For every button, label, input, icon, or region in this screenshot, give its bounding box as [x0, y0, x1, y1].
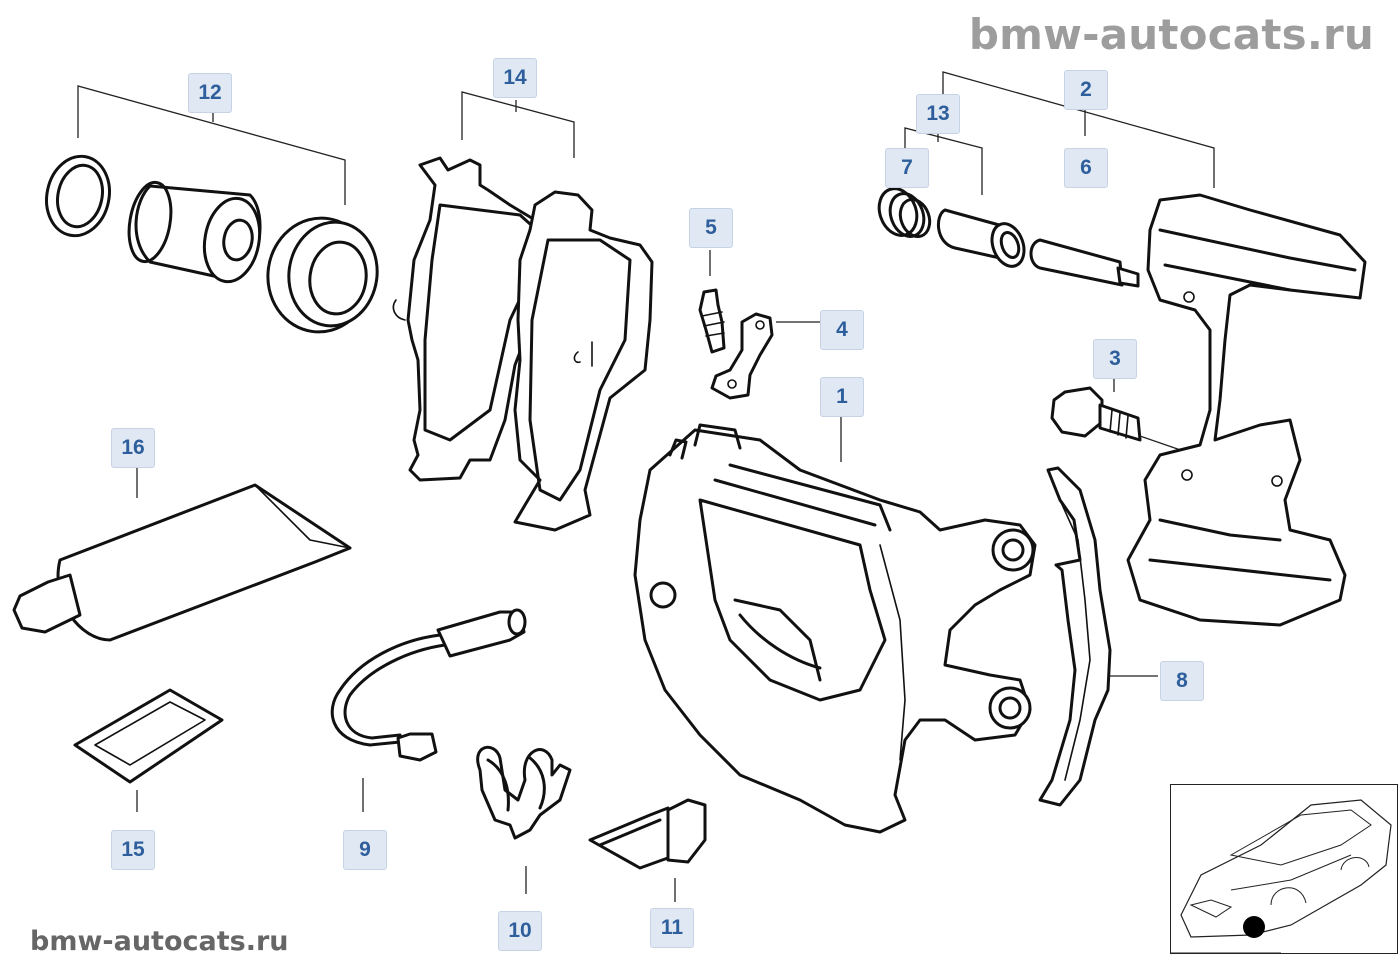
car-location-icon	[1171, 799, 1392, 954]
piston	[127, 180, 262, 284]
bleeder-screw	[698, 288, 726, 354]
callout-11[interactable]: 11	[650, 908, 694, 948]
guide-sleeve	[936, 208, 1026, 268]
callout-7[interactable]: 7	[885, 148, 929, 188]
seal-ring	[45, 154, 111, 238]
watermark-bottom: bmw-autocats.ru	[30, 926, 289, 957]
callout-6[interactable]: 6	[1064, 148, 1108, 188]
bracket-2	[942, 71, 1215, 188]
callout-3[interactable]: 3	[1093, 339, 1137, 379]
callout-16[interactable]: 16	[111, 428, 155, 468]
callout-12[interactable]: 12	[188, 73, 232, 113]
wear-sensor	[330, 608, 527, 762]
cable-holder	[588, 798, 707, 870]
watermark-top: bmw-autocats.ru	[968, 10, 1374, 59]
callout-15[interactable]: 15	[111, 830, 155, 870]
brake-pad-outer	[513, 190, 654, 532]
callout-9[interactable]: 9	[343, 830, 387, 870]
hose-bracket	[710, 312, 774, 400]
grease-sachet	[73, 688, 224, 784]
callout-2[interactable]: 2	[1064, 70, 1108, 110]
carrier-bolt	[1050, 386, 1142, 442]
anti-rattle-spring	[1038, 466, 1112, 807]
callout-1[interactable]: 1	[820, 377, 864, 417]
caliper-housing	[633, 423, 1037, 834]
dust-boot	[266, 216, 379, 334]
callout-5[interactable]: 5	[689, 208, 733, 248]
sensor-clip	[476, 745, 572, 840]
car-locator-inset	[1170, 784, 1398, 954]
callout-8[interactable]: 8	[1160, 661, 1204, 701]
callout-4[interactable]: 4	[820, 310, 864, 350]
bracket-14	[461, 91, 575, 158]
callout-10[interactable]: 10	[498, 911, 542, 951]
guide-pin	[1029, 238, 1140, 288]
callout-13[interactable]: 13	[916, 94, 960, 134]
bellows-seal	[877, 187, 932, 238]
callout-14[interactable]: 14	[493, 58, 537, 98]
caliper-carrier	[1126, 193, 1367, 627]
grease-tube	[12, 483, 352, 642]
